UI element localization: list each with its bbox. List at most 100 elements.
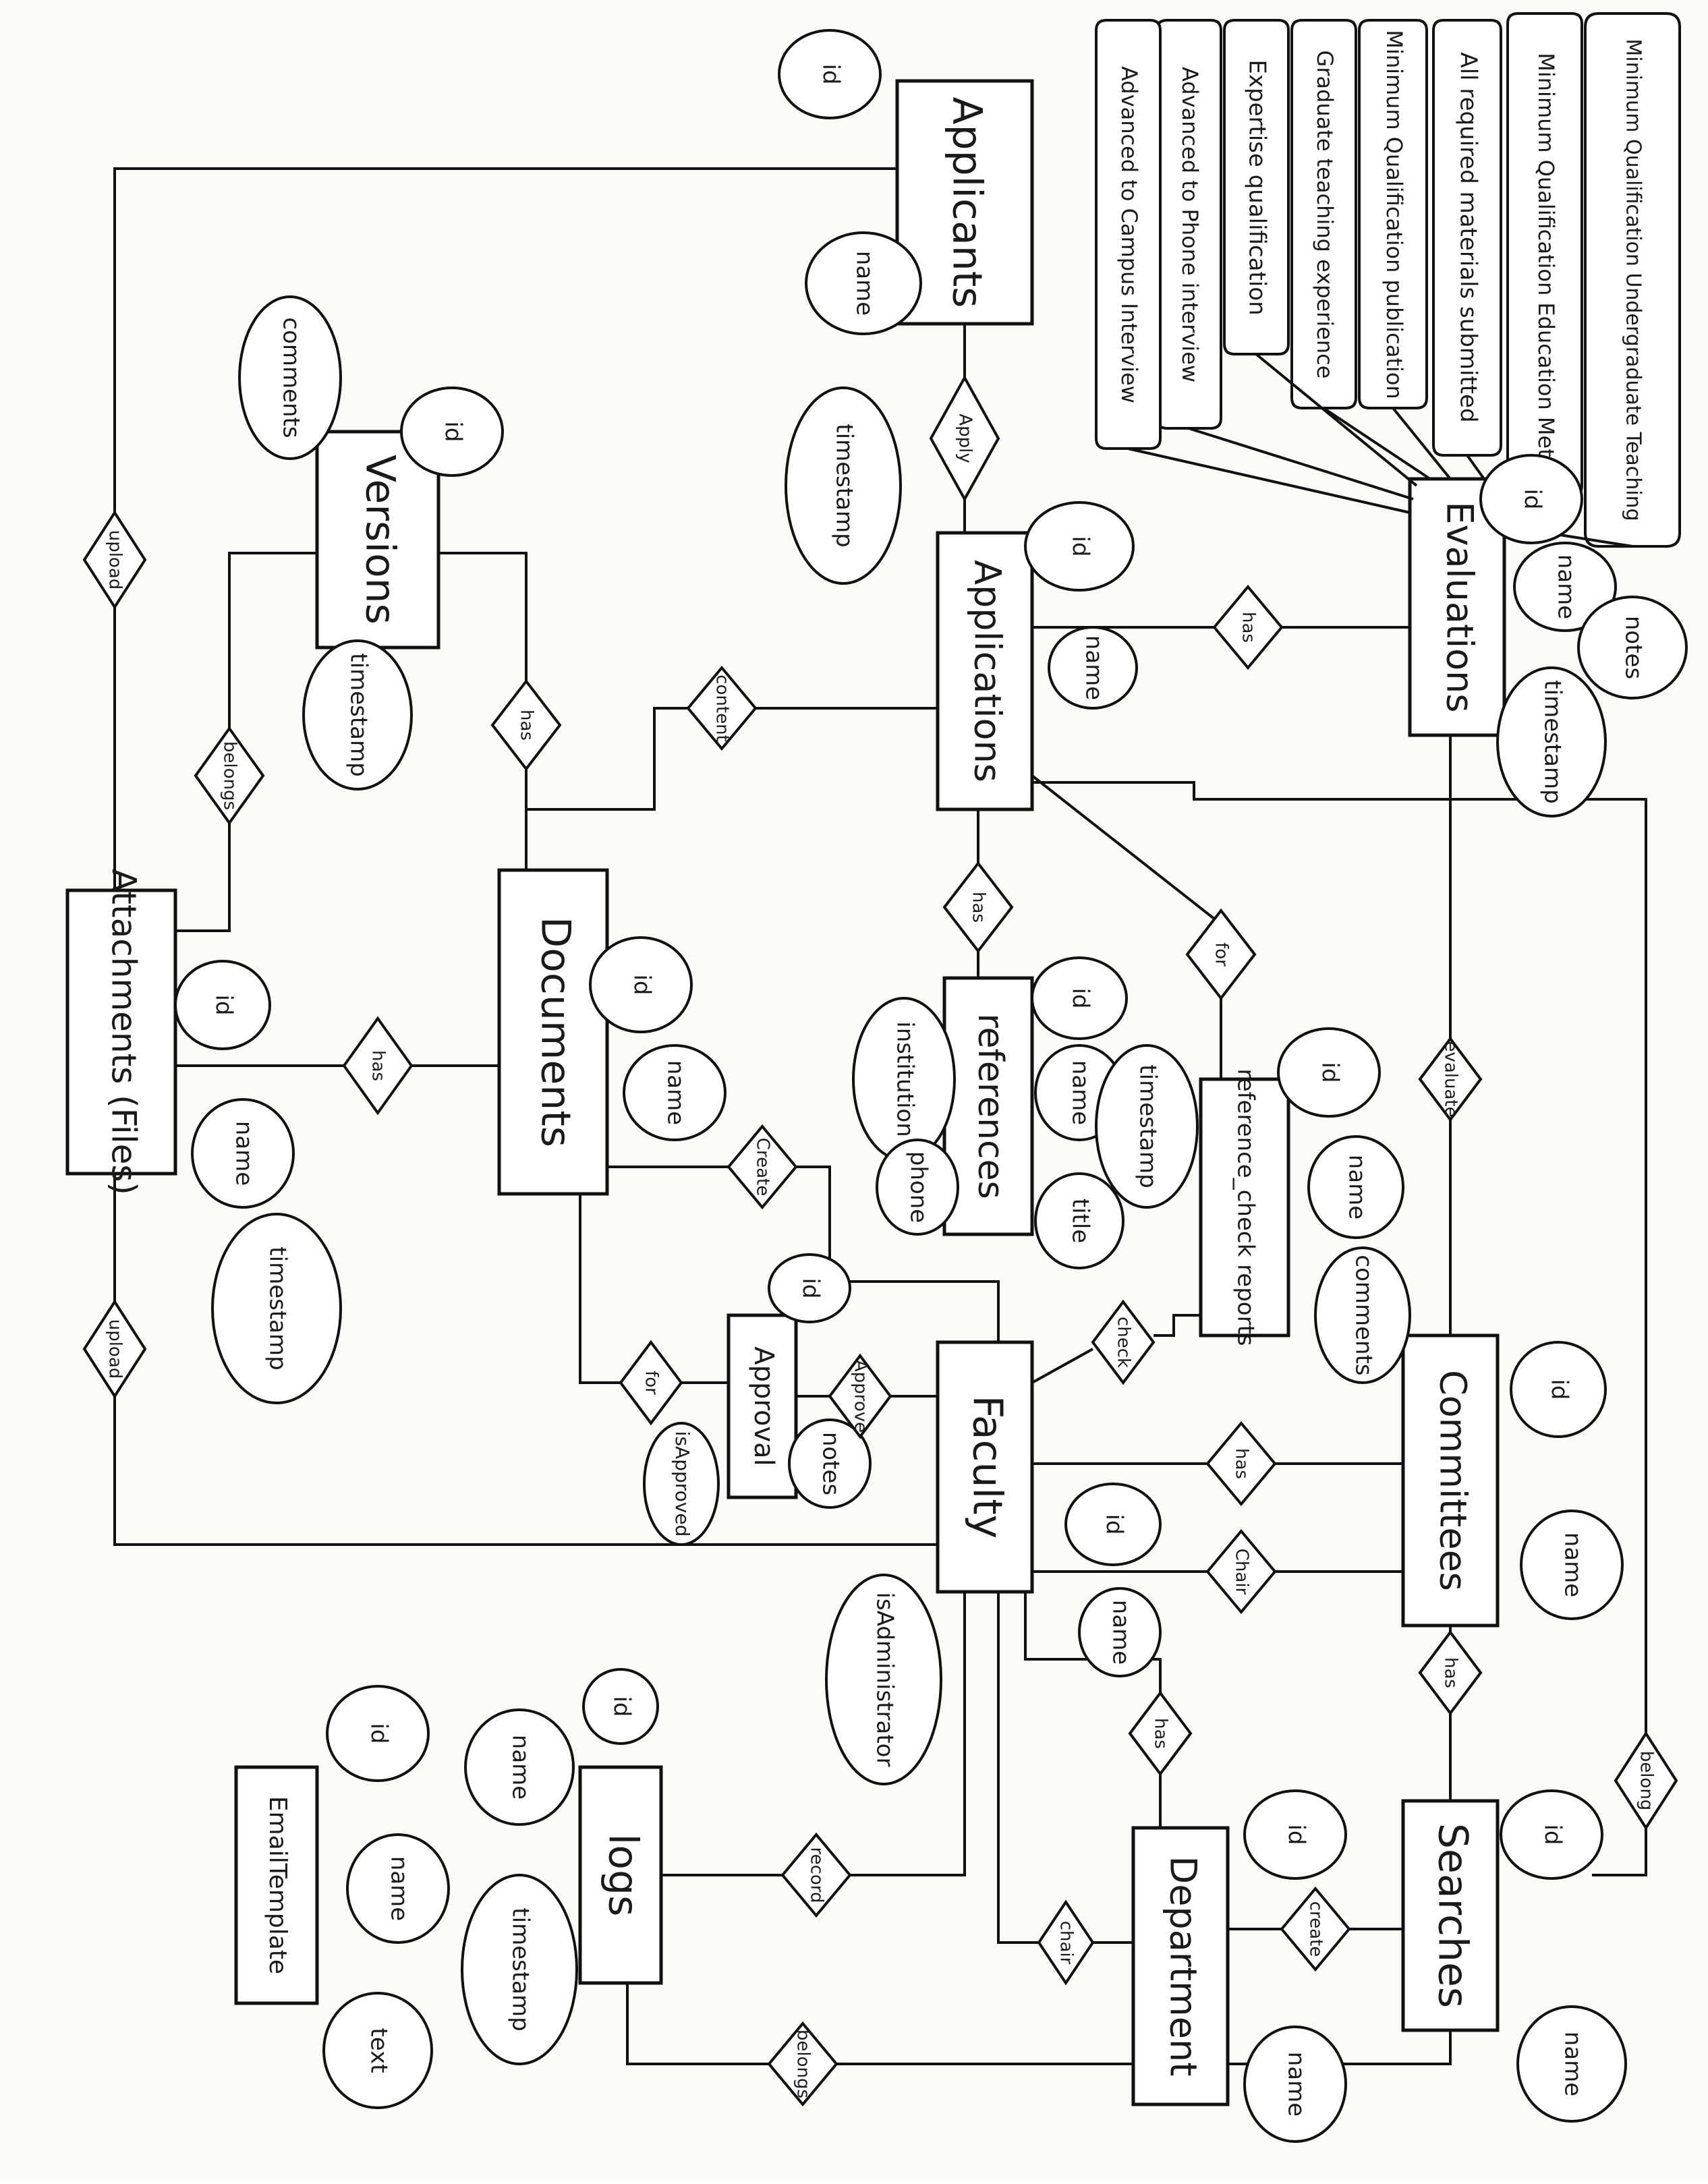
criterion-6: Expertise qualification — [1223, 19, 1290, 355]
rel-att-has-doc: has — [342, 1016, 414, 1116]
svg-text:Approve: Approve — [851, 1360, 871, 1433]
svg-text:chair: chair — [1056, 1921, 1077, 1965]
criterion-3: All required materials submitted — [1432, 19, 1502, 457]
rel-belong-search: belong — [1614, 1731, 1678, 1831]
svg-text:institution: institution — [892, 1021, 919, 1137]
attr-versions-comments: comments — [238, 295, 342, 460]
entity-searches: Searches — [1401, 1799, 1500, 2032]
svg-text:has: has — [1151, 1718, 1171, 1749]
entity-versions: Versions — [315, 430, 440, 650]
svg-text:All required materials submitt: All required materials submitted — [1455, 52, 1482, 422]
attr-faculty-id: id — [1064, 1483, 1162, 1566]
svg-text:Department: Department — [1162, 1856, 1204, 2077]
criterion-2: Minimum Qualification Education Met — [1506, 12, 1583, 497]
svg-text:has: has — [517, 710, 537, 741]
attr-committees-name: name — [1520, 1510, 1624, 1620]
rel-chair-dept: chair — [1037, 1899, 1095, 1986]
attr-approval-notes: notes — [788, 1418, 872, 1509]
attr-email-id: id — [326, 1685, 430, 1782]
entity-approval: Approval — [727, 1313, 798, 1499]
svg-text:name: name — [1283, 2052, 1310, 2117]
attr-applications-name: name — [1048, 626, 1138, 710]
svg-text:content: content — [712, 674, 733, 742]
attr-documents-name: name — [623, 1044, 727, 1141]
attr-logs-timestamp: timestamp — [461, 1874, 578, 2065]
svg-text:name: name — [1081, 635, 1108, 700]
svg-text:Apply: Apply — [955, 413, 975, 463]
svg-text:belong: belong — [1636, 1751, 1657, 1811]
entity-documents: Documents — [497, 868, 609, 1196]
rel-belongs-logs: belongs — [767, 2021, 838, 2107]
attr-department-name: name — [1243, 2025, 1347, 2143]
svg-text:timestamp: timestamp — [507, 1907, 534, 2031]
svg-text:comments: comments — [1350, 1255, 1377, 1375]
svg-text:upload: upload — [105, 530, 125, 590]
svg-text:timestamp: timestamp — [264, 1246, 291, 1370]
svg-text:comments: comments — [278, 317, 305, 438]
entity-reference-check-reports: reference_check reports — [1199, 1068, 1290, 1346]
svg-text:name: name — [1553, 554, 1580, 619]
svg-text:name: name — [386, 1856, 413, 1921]
svg-text:id: id — [818, 63, 845, 84]
svg-text:title: title — [1067, 1199, 1094, 1243]
entity-logs: logs — [578, 1765, 663, 1985]
attributes: id name id name timestamp id name notes … — [174, 29, 1688, 2143]
attr-logs-name: name — [464, 1708, 575, 1826]
svg-text:name: name — [1560, 1532, 1587, 1597]
svg-text:upload: upload — [105, 1319, 125, 1379]
attr-department-id: id — [1243, 1789, 1347, 1880]
svg-text:create: create — [1306, 1901, 1326, 1957]
rel-upload-bottom: upload — [82, 1299, 147, 1399]
criterion-1: Minimum Qualification Undergraduate Teac… — [1584, 12, 1681, 548]
attr-faculty-name: name — [1078, 1587, 1162, 1677]
rel-check: check — [1091, 1299, 1156, 1385]
svg-text:Advanced to Campus Interview: Advanced to Campus Interview — [1116, 66, 1142, 403]
svg-text:for: for — [1212, 942, 1232, 967]
attr-approval-isapproved: isApproved — [643, 1422, 720, 1546]
attr-email-text: text — [322, 1992, 433, 2109]
svg-text:id: id — [1067, 987, 1094, 1008]
svg-text:name: name — [1560, 2032, 1587, 2096]
attr-reports-timestamp: timestamp — [1095, 1044, 1199, 1209]
attr-documents-id: id — [589, 936, 693, 1033]
svg-text:Evaluations: Evaluations — [1438, 501, 1481, 712]
svg-text:check: check — [1114, 1317, 1134, 1368]
attr-applicants-id: id — [778, 29, 882, 119]
attr-applications-id: id — [1024, 501, 1135, 592]
svg-text:id: id — [629, 974, 656, 995]
svg-text:references: references — [970, 1013, 1010, 1199]
svg-text:id: id — [1546, 1379, 1573, 1400]
svg-text:EmailTemplate: EmailTemplate — [264, 1796, 291, 1974]
svg-text:name: name — [1344, 1155, 1371, 1219]
svg-text:id: id — [1101, 1514, 1128, 1534]
svg-text:Applications: Applications — [966, 560, 1008, 782]
svg-text:id: id — [608, 1696, 635, 1717]
svg-text:id: id — [1539, 1824, 1566, 1845]
svg-text:record: record — [807, 1847, 827, 1903]
svg-text:Committees: Committees — [1431, 1370, 1474, 1591]
svg-text:Approval: Approval — [748, 1346, 779, 1466]
svg-text:id: id — [440, 421, 467, 442]
svg-text:id: id — [366, 1723, 393, 1744]
svg-text:Create: Create — [753, 1138, 773, 1196]
svg-text:Chair: Chair — [1232, 1549, 1252, 1595]
rel-com-has-search: has — [1418, 1630, 1483, 1716]
rel-create: Create — [727, 1124, 798, 1210]
svg-text:timestamp: timestamp — [1135, 1064, 1162, 1188]
svg-text:isAdministrator: isAdministrator — [872, 1592, 899, 1767]
attr-references-id: id — [1031, 956, 1128, 1040]
svg-text:for: for — [642, 1371, 662, 1395]
criterion-7: Advanced to Phone interview — [1156, 19, 1222, 430]
attr-faculty-isadministrator: isAdministrator — [825, 1574, 942, 1785]
entity-department: Department — [1131, 1826, 1230, 2106]
svg-text:name: name — [851, 251, 878, 316]
attr-versions-timestamp: timestamp — [302, 639, 413, 791]
criterion-5: Graduate teaching experience — [1290, 19, 1357, 409]
attr-logs-id: id — [582, 1668, 659, 1745]
entity-applicants: Applicants — [895, 79, 1034, 326]
svg-text:id: id — [1283, 1824, 1310, 1845]
svg-text:timestamp: timestamp — [831, 424, 858, 547]
rel-ver-has: has — [490, 679, 562, 772]
rel-upload-top: upload — [82, 510, 147, 610]
